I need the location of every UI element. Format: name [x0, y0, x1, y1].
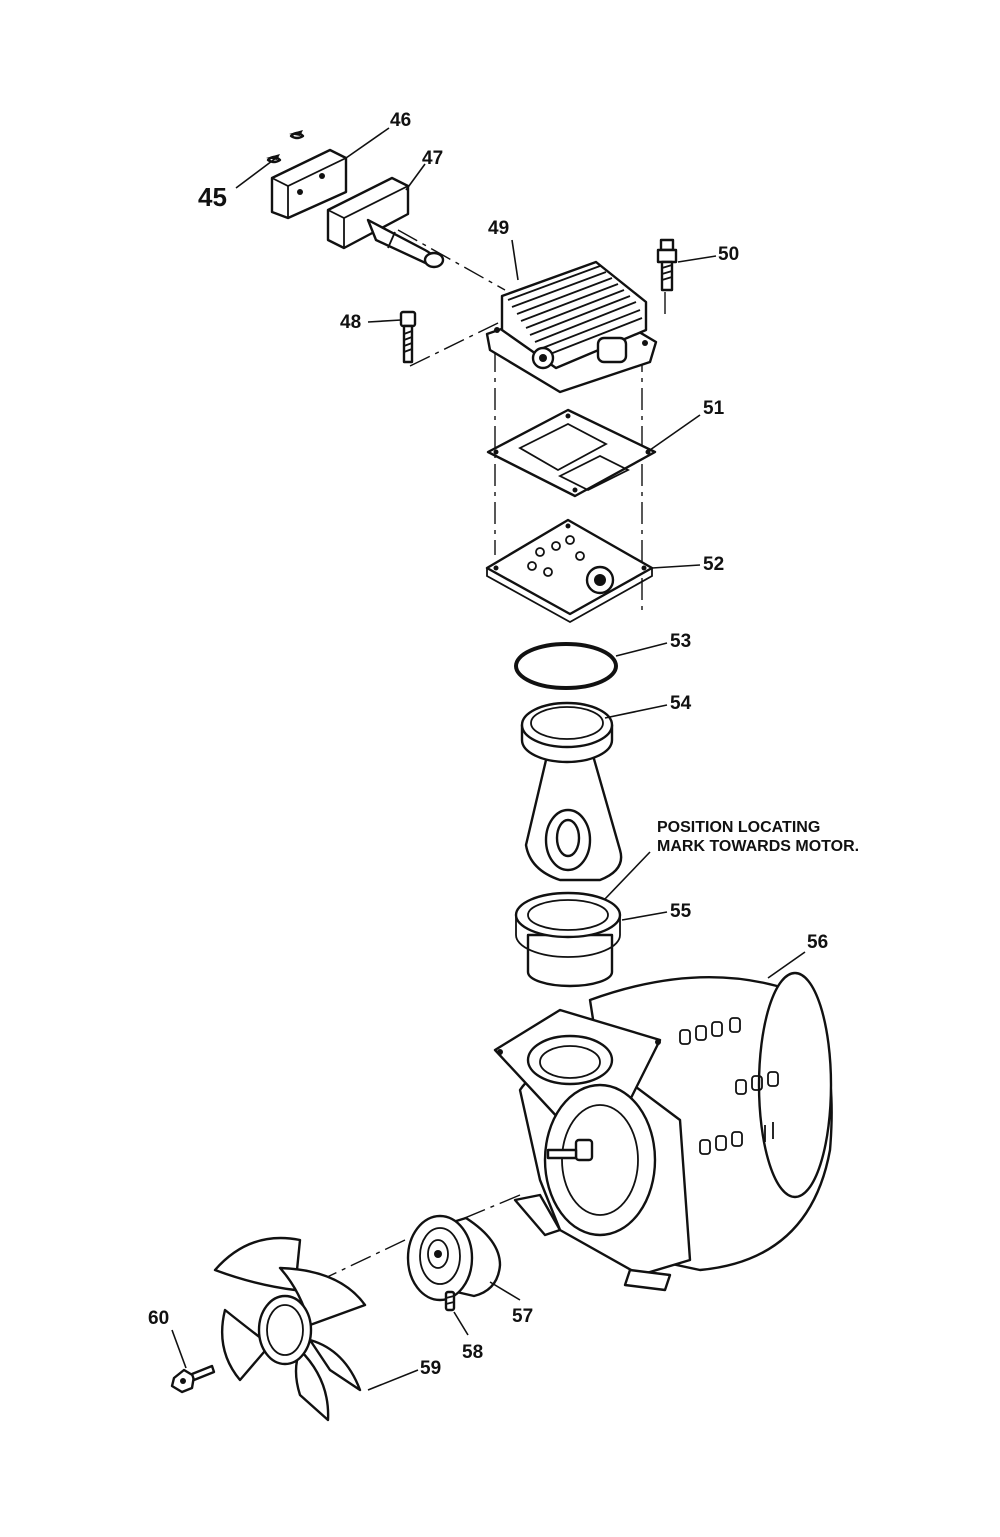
part-51-gasket — [486, 408, 657, 498]
callout-51: 51 — [703, 398, 725, 419]
part-59-fan — [213, 1236, 367, 1422]
part-52-valve-plate — [485, 518, 654, 624]
part-46-plate — [270, 148, 348, 220]
callout-47: 47 — [422, 148, 443, 169]
part-55-sleeve — [514, 891, 622, 988]
callout-46: 46 — [390, 110, 411, 131]
part-54-piston-rod — [520, 701, 623, 882]
note-line-1: POSITION LOCATING — [657, 819, 820, 836]
part-57-pulley — [406, 1214, 502, 1302]
callout-60: 60 — [148, 1308, 169, 1329]
callout-49: 49 — [488, 218, 509, 239]
callout-56: 56 — [807, 932, 828, 953]
leader-lines — [171, 127, 806, 1391]
callout-53: 53 — [670, 631, 691, 652]
part-47-intake — [326, 176, 445, 269]
callout-labels: 45 46 47 48 49 50 51 52 53 54 55 56 57 5… — [148, 110, 828, 1379]
callout-59: 59 — [420, 1358, 441, 1379]
callout-52: 52 — [703, 554, 724, 575]
callout-55: 55 — [670, 901, 692, 922]
callout-50: 50 — [718, 244, 739, 265]
part-49-cylinder-head — [485, 260, 658, 394]
part-58-set-screw — [444, 1290, 456, 1312]
callout-45: 45 — [198, 182, 227, 212]
part-45-clips — [266, 130, 305, 164]
callout-58: 58 — [462, 1342, 483, 1363]
callout-57: 57 — [512, 1306, 533, 1327]
note-line-2: MARK TOWARDS MOTOR. — [657, 838, 859, 855]
part-53-o-ring — [514, 642, 618, 690]
part-48-bolt — [399, 310, 417, 364]
callout-54: 54 — [670, 693, 692, 714]
callout-48: 48 — [340, 312, 361, 333]
assembly-note: POSITION LOCATING MARK TOWARDS MOTOR. — [657, 819, 859, 855]
part-50-fitting — [656, 238, 678, 292]
part-60-bolt — [170, 1364, 216, 1394]
part-56-motor — [493, 971, 833, 1292]
